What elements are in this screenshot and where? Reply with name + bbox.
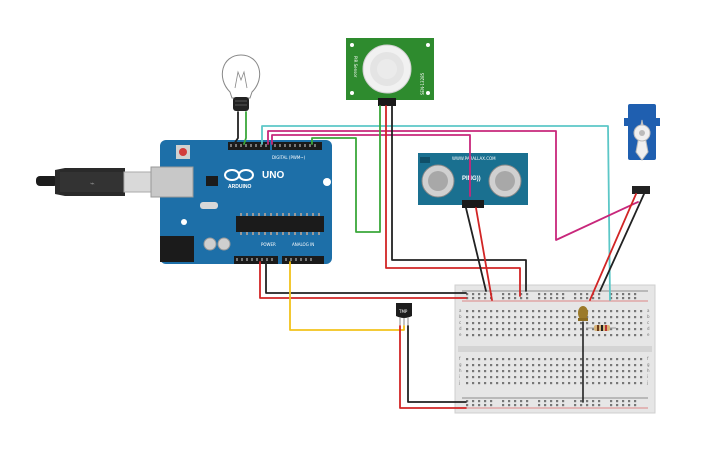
servo-motor (624, 104, 660, 194)
row-label: i (459, 374, 460, 379)
resistor (586, 325, 616, 331)
analog-header-label: ANALOG IN (292, 242, 314, 247)
pir-label-right: SEN-13285 (420, 72, 425, 95)
breadboard (454, 284, 656, 414)
row-label: a (459, 308, 462, 313)
arduino-uno-board: ARDUINO UNO DIGITAL (PWM~) POWER ANALOG … (150, 140, 332, 264)
arduino-brand-label: ARDUINO (228, 184, 251, 190)
wire-bulb-black (233, 111, 239, 145)
row-label: e (647, 332, 650, 337)
ping-ultrasonic-sensor: WWW.PARALLAX.COM PING)) (418, 153, 528, 208)
wire-red-ping (475, 207, 493, 301)
arduino-model-label: UNO (262, 170, 284, 181)
row-label: e (459, 332, 462, 337)
row-label: d (459, 326, 462, 331)
wire-black-servo (599, 193, 645, 292)
wire-red-servo (589, 193, 637, 301)
wire-magenta-servo (267, 130, 639, 241)
row-label: g (647, 362, 650, 367)
row-label: h (647, 368, 650, 373)
row-label: f (647, 356, 649, 361)
row-label: j (646, 380, 648, 385)
ping-maker-label: WWW.PARALLAX.COM (452, 156, 496, 161)
pir-motion-sensor: PIR Sensor SEN-13285 (346, 38, 434, 106)
wire-bulb-green (243, 111, 247, 145)
svg-text:⌁: ⌁ (90, 179, 95, 188)
wires (233, 105, 645, 409)
ping-model-label: PING)) (462, 176, 481, 182)
tmp-label: TMP (398, 309, 408, 314)
row-label: j (458, 380, 460, 385)
wire-green-pir (311, 105, 381, 233)
usb-cable: ⌁ (36, 168, 153, 196)
wire-black-gnd (265, 261, 467, 294)
wire-red-5v (259, 261, 467, 299)
led (578, 306, 588, 321)
light-bulb (221, 54, 261, 111)
row-label: b (647, 314, 650, 319)
row-label: i (647, 374, 648, 379)
row-label: a (647, 308, 650, 313)
wire-yellow-tmp (289, 261, 405, 331)
wire-red-tmp (399, 325, 467, 409)
row-label: c (459, 320, 461, 325)
wire-black-pir (391, 105, 527, 292)
row-label: g (459, 362, 462, 367)
row-label: d (647, 326, 650, 331)
row-label: f (459, 356, 461, 361)
wire-red-pir (385, 105, 521, 297)
wire-black-tmp (407, 325, 467, 403)
power-header-label: POWER (261, 242, 276, 247)
wire-magenta-ping (271, 134, 471, 197)
arduino-logo (224, 169, 254, 181)
wire-black-ping (465, 207, 487, 292)
tmp-temperature-sensor: TMP (396, 303, 412, 326)
breadboard-holes (466, 293, 643, 407)
pir-label-left: PIR Sensor (353, 56, 358, 78)
row-label: h (459, 368, 462, 373)
row-label: b (459, 314, 462, 319)
digital-header-label: DIGITAL (PWM~) (272, 155, 306, 160)
row-label: c (647, 320, 649, 325)
wire-cyan (261, 125, 611, 301)
